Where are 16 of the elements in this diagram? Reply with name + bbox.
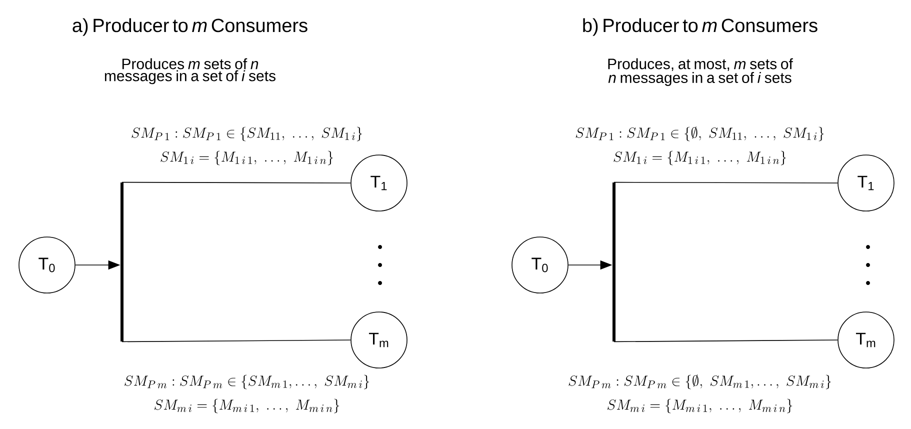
panel-heading: b) Producer to m Consumers	[583, 18, 818, 36]
set-formula: $SM_{1\,i} = \{M_{1\,i\,1},\ \ldots,\ M_{1\,i\,n}\}$	[614, 150, 786, 166]
set-formula: $SM_{P\,1} : SM_{P\,1} \in \{SM_{11},\ \ldots,\ SM_{1\,i}\}$	[132, 126, 362, 142]
set-formula: $SM_{P\,1} : SM_{P\,1} \in \{\emptyset,\ SM_{11},\ \ldots,\ SM_{1\,i}\}$	[576, 126, 824, 142]
panel-heading: a) Producer to m Consumers	[72, 18, 308, 36]
set-formula: $SM_{P\,m} : SM_{P\,m} \in \{SM_{m\,1},\ldots,\ SM_{m\,i}\}$	[124, 374, 370, 390]
connector-line	[122, 182, 351, 184]
connector-line	[614, 182, 838, 184]
set-formula: $SM_{m\,i} = \{M_{m\,i\,1},\ \ldots,\ M_{m\,i\,n}\}$	[607, 398, 792, 414]
set-formula: $SM_{1\,i} = \{M_{1\,i\,1},\ \ldots,\ M_{1\,i\,n}\}$	[160, 150, 334, 166]
connector-line	[122, 340, 351, 342]
panel-subtitle: Produces m sets of n messages in a set of i sets	[104, 58, 276, 84]
connector-line	[614, 340, 838, 342]
set-formula: $SM_{P\,m} : SM_{P\,m} \in \{\emptyset,\ SM_{m\,1},\ldots,\ SM_{m\,i}\}$	[568, 374, 831, 390]
set-formula: $SM_{m\,i} = \{M_{m\,i\,1},\ \ldots,\ M_{m\,i\,n}\}$	[154, 398, 340, 414]
panel-subtitle: Produces, at most, m sets of n messages in a set of i sets	[608, 58, 793, 86]
